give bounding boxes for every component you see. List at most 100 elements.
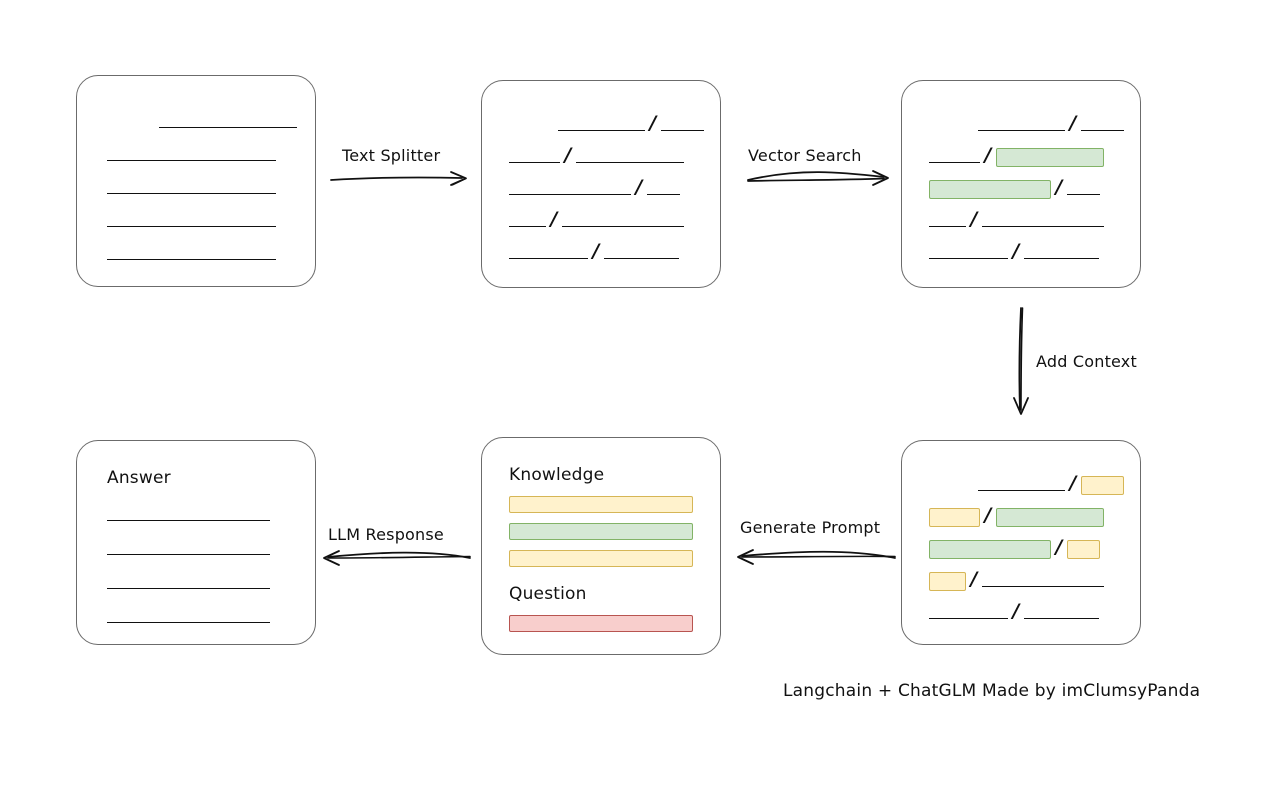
- prompt-bar: [509, 496, 693, 513]
- edge-label-text-splitter: Text Splitter: [342, 146, 441, 165]
- edge-label-generate-prompt: Generate Prompt: [740, 518, 881, 537]
- node-answer[interactable]: Answer: [76, 440, 316, 645]
- highlighted-chunk: [929, 507, 980, 527]
- text-rule: [647, 181, 680, 197]
- text-rule: [107, 147, 276, 163]
- text-line: /: [929, 536, 1124, 559]
- prompt-question-bars: [482, 438, 720, 654]
- text-line: [107, 541, 297, 557]
- line-separator-slash: /: [564, 144, 572, 166]
- node-prompt[interactable]: Knowledge Question: [481, 437, 721, 655]
- edge-label-llm-response: LLM Response: [328, 525, 444, 544]
- text-line: [107, 609, 297, 625]
- text-line: /: [929, 504, 1124, 527]
- highlighted-chunk: [1081, 475, 1124, 495]
- line-separator-slash: /: [1055, 536, 1063, 558]
- text-line: [107, 246, 297, 262]
- text-rule: [929, 245, 1008, 261]
- line-separator-slash: /: [970, 568, 978, 590]
- text-line: /: [959, 112, 1124, 134]
- answer-heading: Answer: [107, 468, 171, 488]
- highlighted-chunk: [996, 507, 1104, 527]
- text-rule: [107, 180, 276, 196]
- edge-label-add-context: Add Context: [1036, 352, 1137, 371]
- text-line: [107, 147, 297, 163]
- text-line: /: [929, 144, 1124, 167]
- text-line: /: [509, 240, 704, 262]
- text-rule: [107, 246, 276, 262]
- line-separator-slash: /: [1069, 472, 1077, 494]
- line-separator-slash: /: [970, 208, 978, 230]
- edge-label-vector-search: Vector Search: [748, 146, 862, 165]
- text-rule: [558, 117, 645, 133]
- text-rule: [509, 245, 588, 261]
- prompt-knowledge-bars: [482, 438, 720, 654]
- arrow-text-splitter: [330, 171, 467, 186]
- highlighted-chunk: [929, 179, 1051, 199]
- text-rule: [1024, 245, 1099, 261]
- line-separator-slash: /: [984, 504, 992, 526]
- arrow-generate-prompt: [737, 549, 896, 565]
- text-line: /: [929, 600, 1124, 622]
- line-separator-slash: /: [1012, 600, 1020, 622]
- line-separator-slash: /: [649, 112, 657, 134]
- text-line: [107, 575, 297, 591]
- text-line: [107, 213, 297, 229]
- node-matched-chunks[interactable]: / / / / /: [901, 80, 1141, 288]
- text-line: /: [509, 176, 704, 198]
- text-rule: [1067, 181, 1100, 197]
- text-rule: [562, 213, 684, 229]
- prompt-knowledge-heading: Knowledge: [509, 465, 605, 485]
- text-rule: [509, 181, 631, 197]
- text-rule: [107, 507, 270, 523]
- text-rule: [159, 114, 297, 130]
- node-split-chunks[interactable]: / / / / /: [481, 80, 721, 288]
- line-separator-slash: /: [1055, 176, 1063, 198]
- text-rule: [107, 541, 270, 557]
- text-line: /: [929, 568, 1124, 591]
- context-added-lines: / / / / /: [902, 441, 1140, 644]
- text-line: [137, 114, 297, 130]
- text-rule: [661, 117, 704, 133]
- text-rule: [982, 213, 1104, 229]
- text-line: /: [539, 112, 704, 134]
- highlighted-chunk: [929, 539, 1051, 559]
- node-source-document[interactable]: [76, 75, 316, 287]
- text-line: [107, 180, 297, 196]
- highlighted-chunk: [929, 571, 966, 591]
- arrow-add-context: [1013, 307, 1029, 415]
- highlighted-chunk: [1067, 539, 1100, 559]
- text-rule: [107, 609, 270, 625]
- text-line: /: [929, 176, 1124, 199]
- highlighted-chunk: [996, 147, 1104, 167]
- line-separator-slash: /: [984, 144, 992, 166]
- split-chunks-lines: / / / / /: [482, 81, 720, 287]
- text-rule: [1024, 605, 1099, 621]
- text-rule: [978, 477, 1065, 493]
- answer-lines: [77, 441, 315, 644]
- text-rule: [509, 213, 546, 229]
- prompt-bar: [509, 550, 693, 567]
- prompt-bar: [509, 523, 693, 540]
- text-rule: [604, 245, 679, 261]
- line-separator-slash: /: [1012, 240, 1020, 262]
- line-separator-slash: /: [635, 176, 643, 198]
- text-rule: [978, 117, 1065, 133]
- line-separator-slash: /: [1069, 112, 1077, 134]
- text-line: /: [929, 208, 1124, 230]
- prompt-question-heading: Question: [509, 584, 587, 604]
- line-separator-slash: /: [592, 240, 600, 262]
- text-rule: [929, 605, 1008, 621]
- footer-caption: Langchain + ChatGLM Made by imClumsyPand…: [783, 681, 1201, 701]
- node-context-added[interactable]: / / / / /: [901, 440, 1141, 645]
- matched-chunks-lines: / / / / /: [902, 81, 1140, 287]
- text-rule: [1081, 117, 1124, 133]
- text-line: /: [509, 144, 704, 166]
- text-rule: [929, 149, 980, 165]
- text-line: /: [509, 210, 704, 229]
- arrow-vector-search: [747, 170, 889, 186]
- text-line: /: [929, 240, 1124, 262]
- text-rule: [982, 573, 1104, 589]
